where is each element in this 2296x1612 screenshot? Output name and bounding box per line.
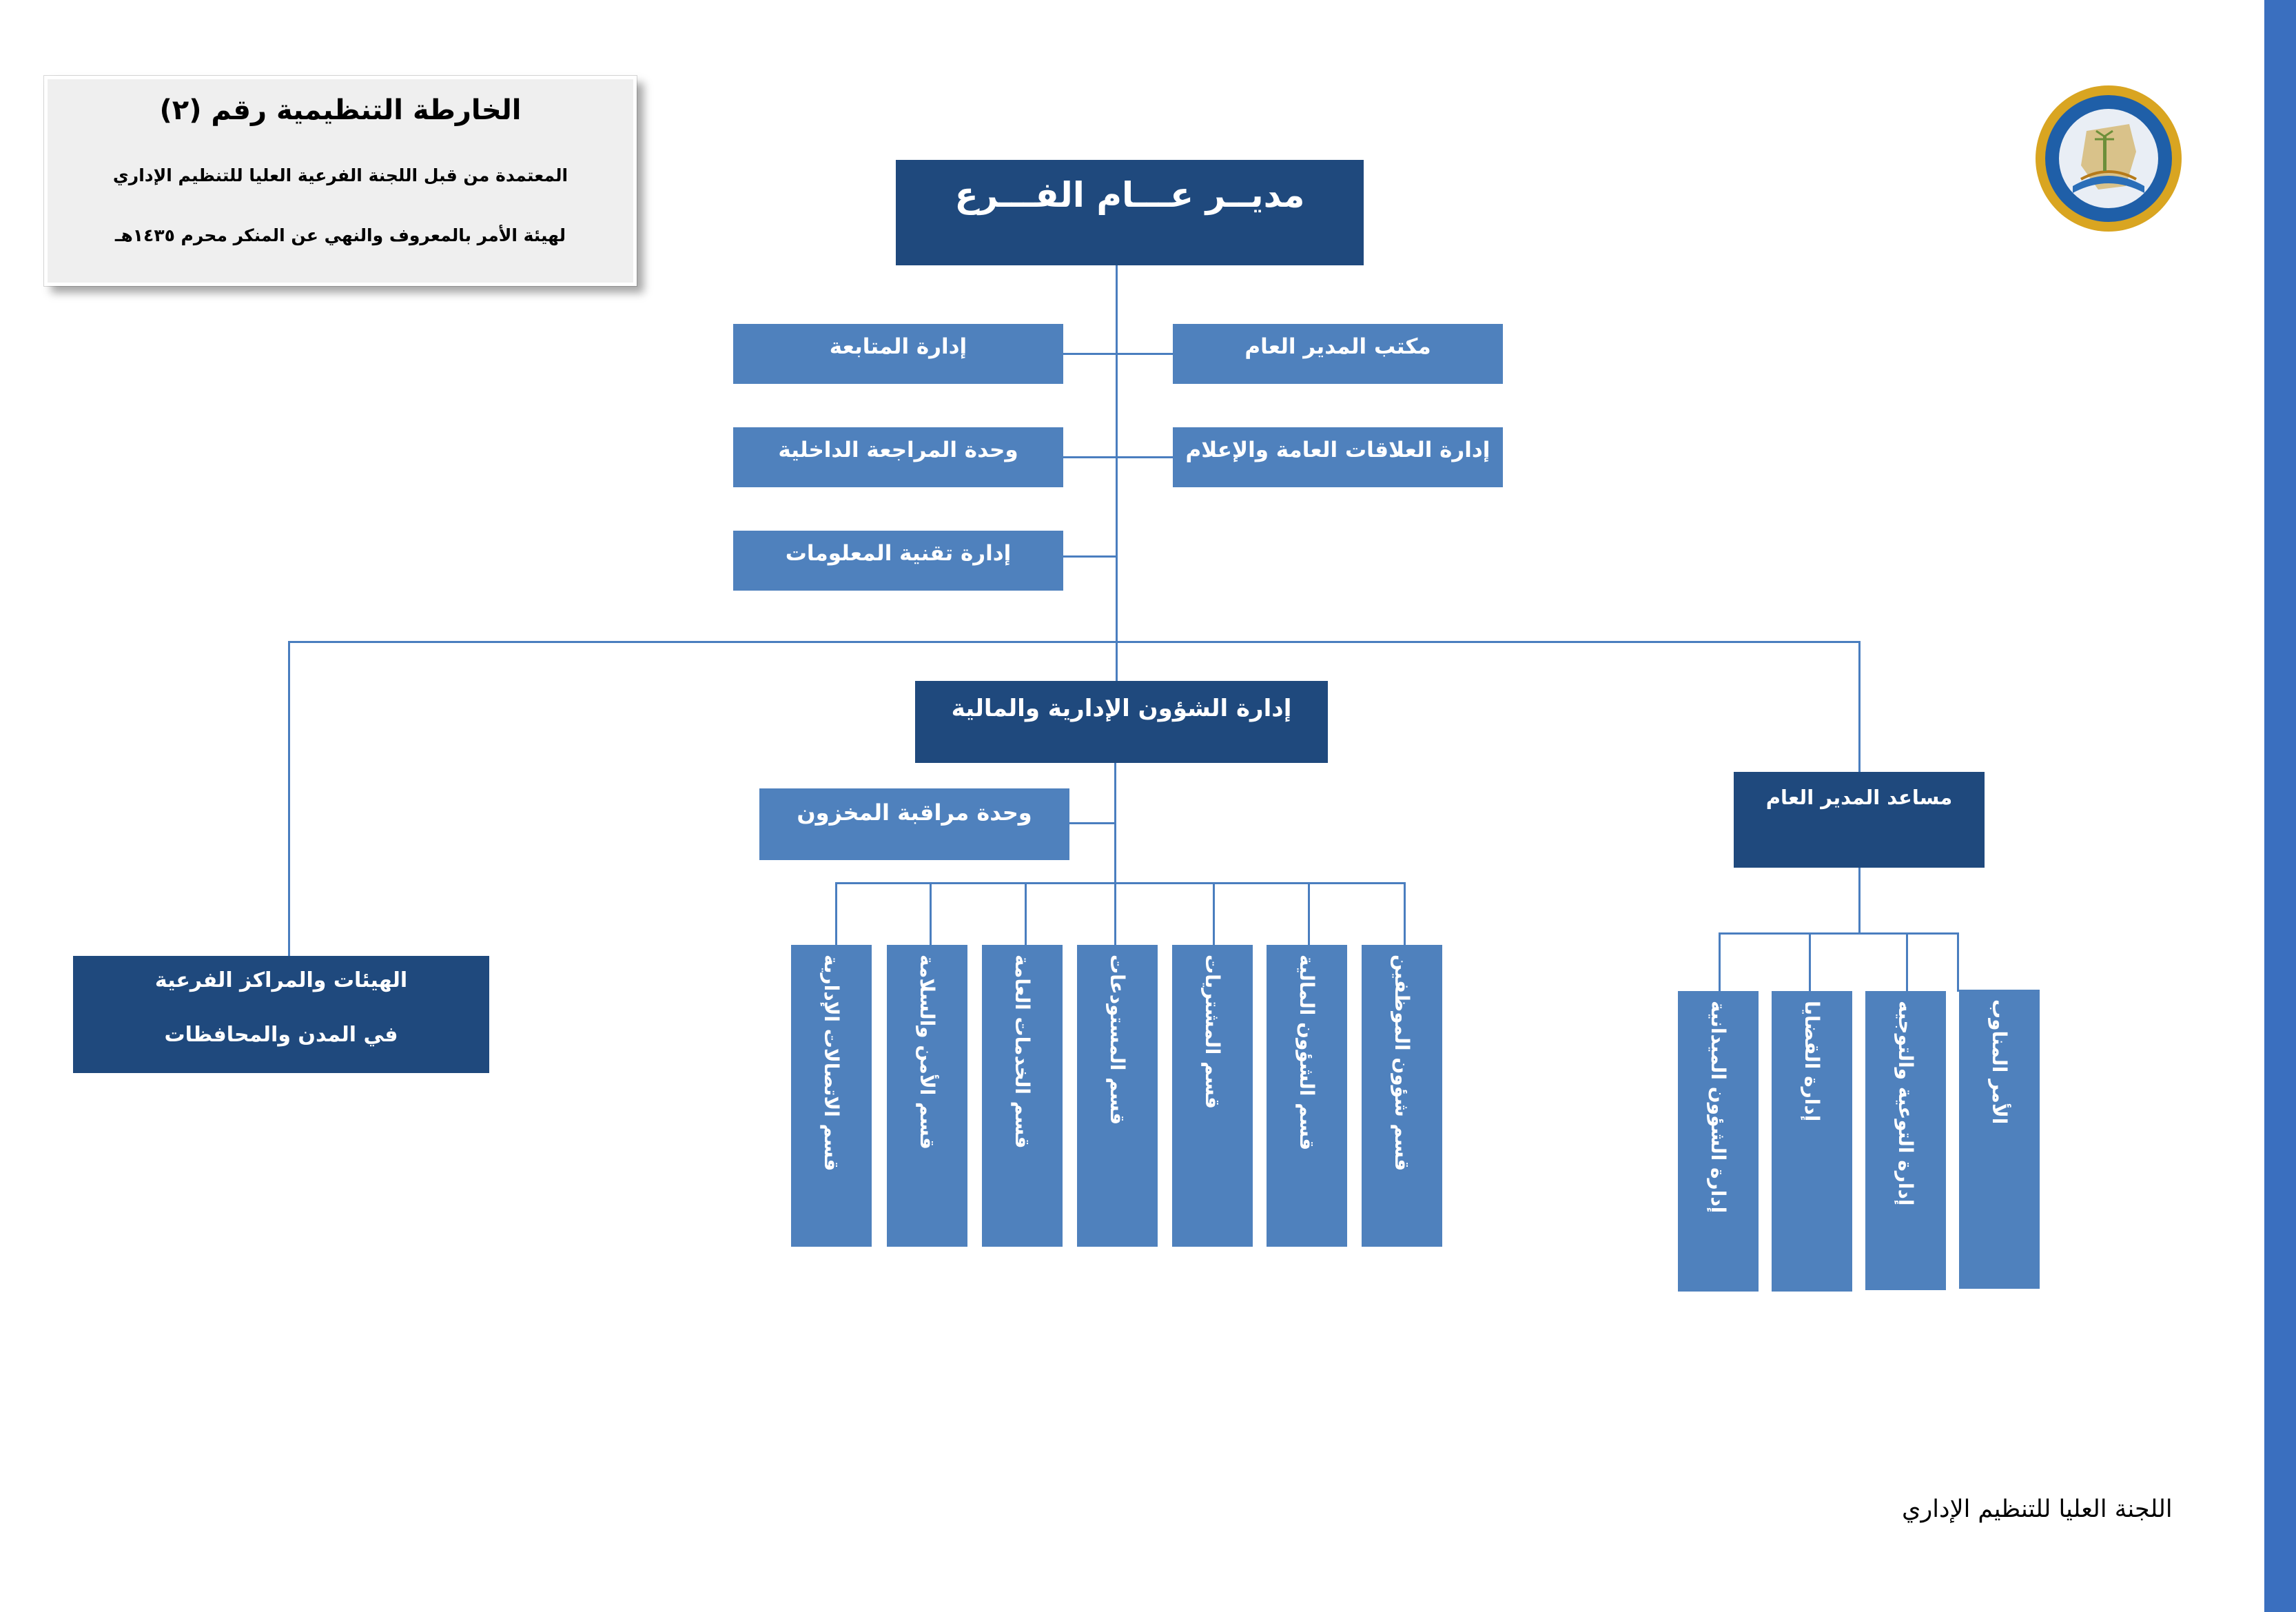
connector-branches-drop bbox=[288, 641, 290, 957]
section-box: قسم الشؤون المالية bbox=[1267, 945, 1347, 1247]
department-label: الأمر المناوب bbox=[1988, 999, 2011, 1125]
right-edge-bar bbox=[2264, 0, 2296, 1612]
department-label: إدارة التوعية والتوجيه bbox=[1894, 1001, 1918, 1206]
section-box: قسم الخدمات العامة bbox=[982, 945, 1063, 1247]
connector-department-drop bbox=[1906, 932, 1908, 993]
connector-assistant-drop bbox=[1858, 641, 1861, 773]
it-dept-box: إدارة تقنية المعلومات bbox=[733, 531, 1063, 591]
section-box: قسم شؤون الموظفين bbox=[1362, 945, 1442, 1247]
assistant-gm-box: مساعد المدير العام bbox=[1734, 772, 1985, 868]
connector-section-drop bbox=[1308, 882, 1310, 946]
section-box: قسم المشتريات bbox=[1172, 945, 1253, 1247]
connector-section-drop bbox=[835, 882, 837, 946]
connector-staff-row-2 bbox=[1063, 456, 1174, 458]
section-label: قسم الخدمات العامة bbox=[1011, 955, 1034, 1149]
connector-staff-row-1 bbox=[1063, 353, 1174, 355]
department-label: إدارة القضايا bbox=[1801, 1001, 1824, 1122]
section-box: قسم الأمن والسلامة bbox=[887, 945, 967, 1247]
caption-line-1: المعتمدة من قبل اللجنة الفرعية العليا لل… bbox=[112, 165, 568, 185]
section-label: قسم المستودعات bbox=[1106, 955, 1129, 1125]
admin-finance-box: إدارة الشؤون الإدارية والمالية bbox=[915, 681, 1328, 763]
section-box: قسم الاتصالات الإدارية bbox=[791, 945, 872, 1247]
connector-staff-row-3 bbox=[1063, 555, 1118, 558]
inventory-unit-label: وحدة مراقبة المخزون bbox=[797, 799, 1032, 826]
general-director-box: مديــر عـــام الفـــرع bbox=[896, 160, 1364, 265]
department-box: إدارة التوعية والتوجيه bbox=[1865, 991, 1946, 1290]
connector-assistant-down bbox=[1858, 867, 1861, 934]
department-box: إدارة الشؤون الميدانية bbox=[1678, 991, 1759, 1292]
chart-caption-box: الخارطة التنظيمية رقم (٢) المعتمدة من قب… bbox=[44, 76, 637, 286]
branches-label-line-1: الهيئات والمراكز الفرعية bbox=[154, 968, 408, 992]
connector-sections-horizontal bbox=[835, 882, 1406, 884]
caption-title: الخارطة التنظيمية رقم (٢) bbox=[159, 94, 522, 126]
caption-line-2: لهيئة الأمر بالمعروف والنهي عن المنكر مح… bbox=[114, 225, 566, 245]
connector-department-drop bbox=[1957, 932, 1959, 992]
connector-department-drop bbox=[1809, 932, 1811, 993]
gm-office-box: مكتب المدير العام bbox=[1173, 324, 1503, 384]
gm-office-label: مكتب المدير العام bbox=[1244, 334, 1431, 359]
department-box: الأمر المناوب bbox=[1959, 990, 2040, 1289]
connector-inventory-unit bbox=[1068, 822, 1116, 824]
connector-section-drop bbox=[1404, 882, 1406, 946]
section-label: قسم المشتريات bbox=[1201, 955, 1224, 1109]
connector-section-drop bbox=[1025, 882, 1027, 946]
branches-label-line-2: في المدن والمحافظات bbox=[164, 1023, 398, 1047]
organization-logo bbox=[2036, 85, 2182, 232]
connector-main-horizontal bbox=[288, 641, 1861, 643]
internal-audit-box: وحدة المراجعة الداخلية bbox=[733, 427, 1063, 487]
it-dept-label: إدارة تقنية المعلومات bbox=[785, 541, 1012, 566]
section-label: قسم شؤون الموظفين bbox=[1391, 955, 1414, 1172]
branches-box: الهيئات والمراكز الفرعية في المدن والمحا… bbox=[73, 956, 489, 1073]
admin-finance-label: إدارة الشؤون الإدارية والمالية bbox=[951, 695, 1292, 722]
followup-dept-box: إدارة المتابعة bbox=[733, 324, 1063, 384]
general-director-label: مديــر عـــام الفـــرع bbox=[954, 175, 1305, 215]
inventory-unit-box: وحدة مراقبة المخزون bbox=[759, 788, 1069, 860]
connector-section-drop bbox=[930, 882, 932, 946]
connector-section-drop bbox=[1213, 882, 1215, 946]
section-label: قسم الاتصالات الإدارية bbox=[820, 955, 843, 1172]
connector-main-vertical bbox=[1116, 265, 1118, 682]
section-label: قسم الشؤون المالية bbox=[1295, 955, 1319, 1151]
followup-dept-label: إدارة المتابعة bbox=[829, 334, 967, 359]
department-label: إدارة الشؤون الميدانية bbox=[1707, 1001, 1730, 1214]
department-box: إدارة القضايا bbox=[1772, 991, 1852, 1292]
section-label: قسم الأمن والسلامة bbox=[916, 955, 939, 1150]
section-box: قسم المستودعات bbox=[1077, 945, 1158, 1247]
footer-label: اللجنة العليا للتنظيم الإداري bbox=[1902, 1496, 2173, 1523]
public-relations-box: إدارة العلاقات العامة والإعلام bbox=[1173, 427, 1503, 487]
connector-department-drop bbox=[1719, 932, 1721, 993]
assistant-gm-label: مساعد المدير العام bbox=[1765, 786, 1953, 809]
connector-section-drop bbox=[1114, 882, 1116, 946]
connector-departments-horizontal bbox=[1719, 932, 1959, 935]
internal-audit-label: وحدة المراجعة الداخلية bbox=[778, 438, 1018, 462]
public-relations-label: إدارة العلاقات العامة والإعلام bbox=[1185, 438, 1490, 462]
